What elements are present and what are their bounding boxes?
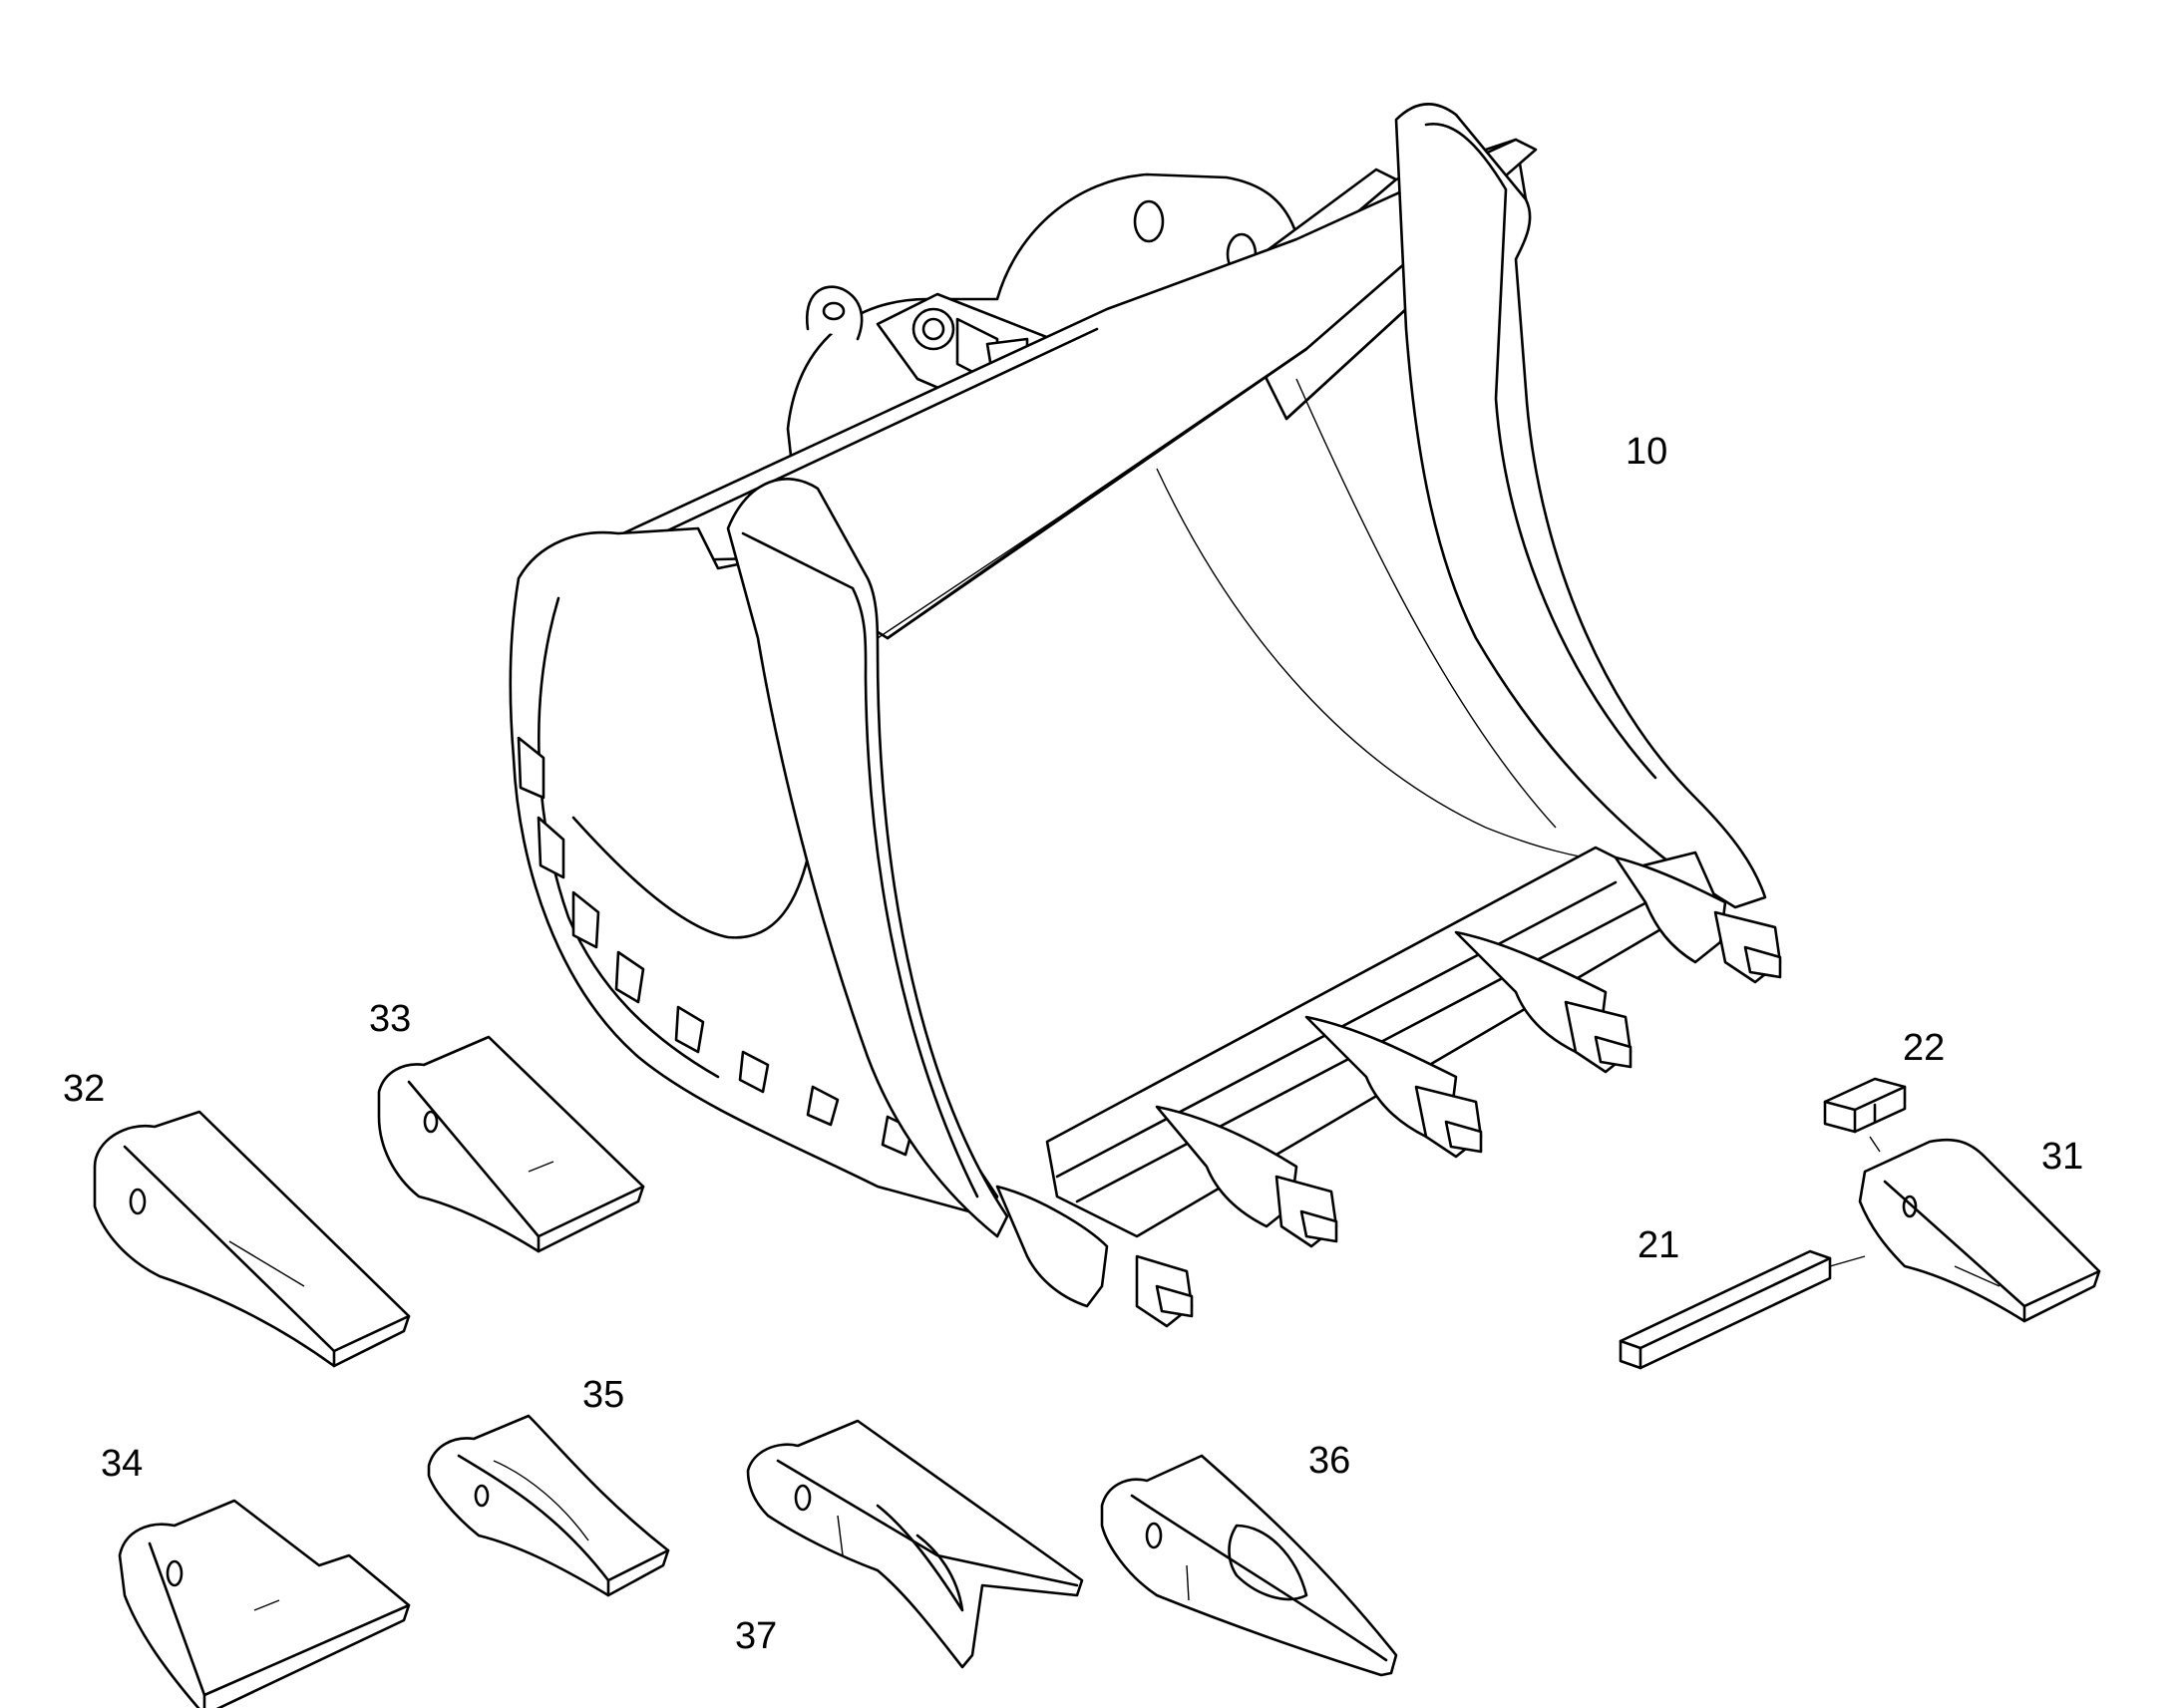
label-32: 32 [63, 1068, 106, 1110]
tip-bar-21 [1619, 1249, 1866, 1370]
tooth-33 [377, 1035, 645, 1253]
label-10: 10 [1626, 431, 1668, 473]
label-31: 31 [2041, 1136, 2084, 1178]
label-37: 37 [735, 1615, 778, 1657]
adapter-5 [1614, 855, 1782, 984]
tooth-32 [93, 1110, 411, 1368]
label-35: 35 [582, 1374, 625, 1416]
adapter-3 [1304, 1015, 1483, 1159]
bucket-drawing [509, 103, 1782, 1328]
label-21: 21 [1637, 1224, 1680, 1266]
adapter-4 [1454, 930, 1633, 1074]
label-22: 22 [1903, 1027, 1946, 1069]
label-34: 34 [101, 1443, 144, 1485]
adapter-1 [995, 1185, 1194, 1328]
tooth-34 [118, 1499, 411, 1708]
label-33: 33 [369, 998, 412, 1040]
adapter-2 [1155, 1105, 1338, 1248]
label-36: 36 [1308, 1440, 1351, 1482]
tooth-31 [1858, 1138, 2101, 1323]
tooth-35 [427, 1414, 670, 1597]
tooth-37 [746, 1419, 1084, 1669]
tooth-36 [1100, 1454, 1398, 1677]
retainer-pin-22 [1823, 1077, 1907, 1153]
